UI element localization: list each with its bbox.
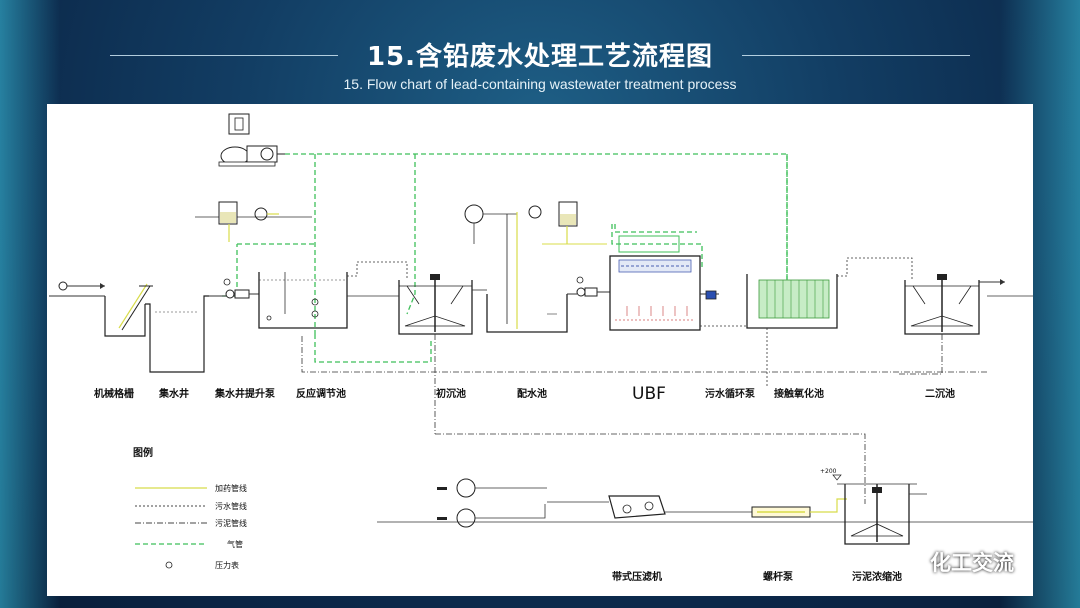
legend: 图例 加药管线 污水管线 污泥管线 气管 压力表 — [133, 446, 247, 570]
influent-line — [49, 281, 105, 297]
label-water-distribution-tank: 配水池 — [517, 387, 547, 400]
title-rule-right — [742, 55, 970, 56]
label-sludge-thickener: 污泥浓缩池 — [852, 570, 902, 583]
unit-labels: 机械格栅 集水井 集水井提升泵 反应调节池 初沉池 配水池 UBF 污水循环泵 … — [94, 384, 955, 583]
legend-title: 图例 — [133, 446, 153, 459]
title-rule-left — [110, 55, 338, 56]
label-contact-oxidation-tank: 接触氧化池 — [774, 387, 824, 400]
label-belt-filter-press: 带式压滤机 — [612, 570, 662, 583]
mechanical-screen-unit — [104, 283, 153, 337]
watermark-text: 化工交流 — [930, 551, 1014, 575]
pressure-gauge-icon — [165, 561, 173, 569]
label-sewage-circulation-pump: 污水循环泵 — [705, 387, 756, 400]
contact-oxidation-tank-unit — [746, 257, 913, 386]
sludge-thickener-unit: +200 — [820, 468, 927, 545]
ubf-reactor-unit — [567, 235, 719, 331]
air-line-network — [222, 153, 788, 363]
header: 15.含铅废水处理工艺流程图 15. Flow chart of lead-co… — [0, 32, 1080, 102]
page-title: 15.含铅废水处理工艺流程图 — [366, 42, 714, 72]
belt-filter-press-unit — [377, 478, 1033, 528]
flow-diagram: +200 机械格栅 集水井 集水井提升泵 反应调节池 初沉池 配水池 UBF 污… — [49, 113, 1033, 583]
collection-well-unit — [145, 295, 222, 373]
label-secondary-clarifier: 二沉池 — [925, 387, 955, 400]
dosing-station-2 — [464, 201, 607, 329]
label-collection-pump: 集水井提升泵 — [214, 387, 276, 400]
reaction-tank-unit — [258, 261, 408, 329]
legend-label-dosing: 加药管线 — [215, 483, 247, 493]
water-distribution-tank-unit — [472, 214, 568, 333]
page-subtitle: 15. Flow chart of lead-containing wastew… — [343, 76, 737, 92]
blower — [218, 113, 285, 167]
flow-diagram-panel: +200 机械格栅 集水井 集水井提升泵 反应调节池 初沉池 配水池 UBF 污… — [47, 104, 1033, 596]
circulation-pump-unit — [700, 279, 748, 327]
legend-label-pressure: 压力表 — [215, 560, 239, 570]
collection-pump-unit — [222, 272, 260, 299]
label-screw-pump: 螺杆泵 — [763, 570, 794, 583]
label-ubf: UBF — [632, 384, 666, 404]
primary-clarifier-unit — [398, 274, 473, 434]
legend-label-sludge: 污泥管线 — [215, 518, 247, 528]
screw-pump-unit — [665, 498, 847, 518]
label-primary-clarifier: 初沉池 — [436, 387, 466, 400]
legend-label-air: 气管 — [227, 539, 243, 549]
dosing-station-1 — [195, 201, 312, 242]
label-collection-well: 集水井 — [158, 387, 189, 400]
watermark: 化工交流 — [888, 542, 1014, 582]
elevation-mark: +200 — [820, 468, 837, 475]
label-reaction-tank: 反应调节池 — [296, 387, 346, 400]
wechat-icon — [888, 547, 922, 577]
legend-label-sewage: 污水管线 — [215, 501, 247, 511]
sludge-line — [301, 336, 987, 504]
label-mechanical-screen: 机械格栅 — [94, 387, 134, 400]
secondary-clarifier-unit — [897, 274, 1033, 375]
